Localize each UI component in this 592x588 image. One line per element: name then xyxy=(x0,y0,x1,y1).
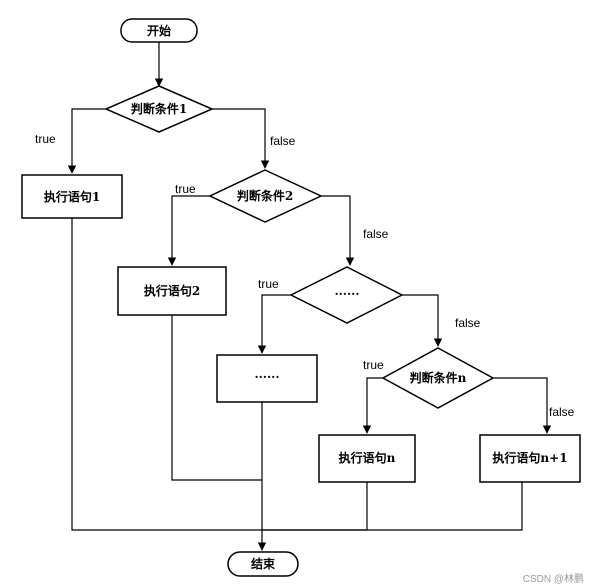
node-cond1-label: 判断条件1 xyxy=(131,101,187,116)
edge-cond1-false xyxy=(212,108,270,169)
label-cond2-true: true xyxy=(175,182,196,196)
node-start: 开始 xyxy=(120,18,198,43)
node-stmtn1: 执行语句n+1 xyxy=(479,434,581,483)
node-end: 结束 xyxy=(227,551,299,577)
label-dots-true: true xyxy=(258,277,279,291)
edge-stmtn1-merge xyxy=(262,482,523,531)
edge-cond1-true xyxy=(67,108,106,174)
node-end-label: 结束 xyxy=(251,556,276,571)
edge-dots-false xyxy=(402,294,443,347)
label-cond2-false: false xyxy=(363,227,389,241)
label-cond1-true: true xyxy=(35,132,56,146)
node-stmt1-label: 执行语句1 xyxy=(44,189,100,204)
edge-labels: true false true false true false true fa… xyxy=(35,132,575,419)
node-condn: 判断条件n xyxy=(381,347,495,409)
label-condn-false: false xyxy=(549,405,575,419)
node-cond2: 判断条件2 xyxy=(208,169,323,223)
node-stmt2-label: 执行语句2 xyxy=(144,283,200,298)
edge-dots-true xyxy=(257,294,291,354)
node-cond-dots-label: ······ xyxy=(334,287,359,301)
label-condn-true: true xyxy=(363,358,384,372)
node-stmtn: 执行语句n xyxy=(318,434,416,483)
node-cond1: 判断条件1 xyxy=(104,85,214,133)
node-cond2-label: 判断条件2 xyxy=(237,188,293,203)
node-stmt-dots: ······ xyxy=(216,354,318,403)
edge-cond2-true xyxy=(167,195,210,266)
label-dots-false: false xyxy=(455,316,481,330)
edge-stmt2-merge xyxy=(171,315,262,481)
node-stmtn-label: 执行语句n xyxy=(339,450,396,465)
edge-stmt1-merge xyxy=(71,218,262,531)
label-cond1-false: false xyxy=(270,134,296,148)
edges xyxy=(67,42,552,551)
node-stmtn1-label: 执行语句n+1 xyxy=(492,450,567,465)
node-condn-label: 判断条件n xyxy=(410,370,467,385)
node-cond-dots: ······ xyxy=(289,266,404,324)
nodes: 开始 判断条件1 执行语句1 判断条件2 执行语句2 ······ ······ xyxy=(21,18,581,577)
node-stmt2: 执行语句2 xyxy=(117,266,227,316)
edge-condn-false xyxy=(493,377,552,434)
watermark: CSDN @林鹏 xyxy=(523,572,584,585)
edge-stmtn-merge xyxy=(262,482,368,531)
node-start-label: 开始 xyxy=(147,23,171,38)
node-stmt1: 执行语句1 xyxy=(21,174,123,219)
edge-condn-true xyxy=(362,377,383,434)
edge-cond2-false xyxy=(321,195,355,266)
node-stmt-dots-label: ······ xyxy=(254,370,279,384)
